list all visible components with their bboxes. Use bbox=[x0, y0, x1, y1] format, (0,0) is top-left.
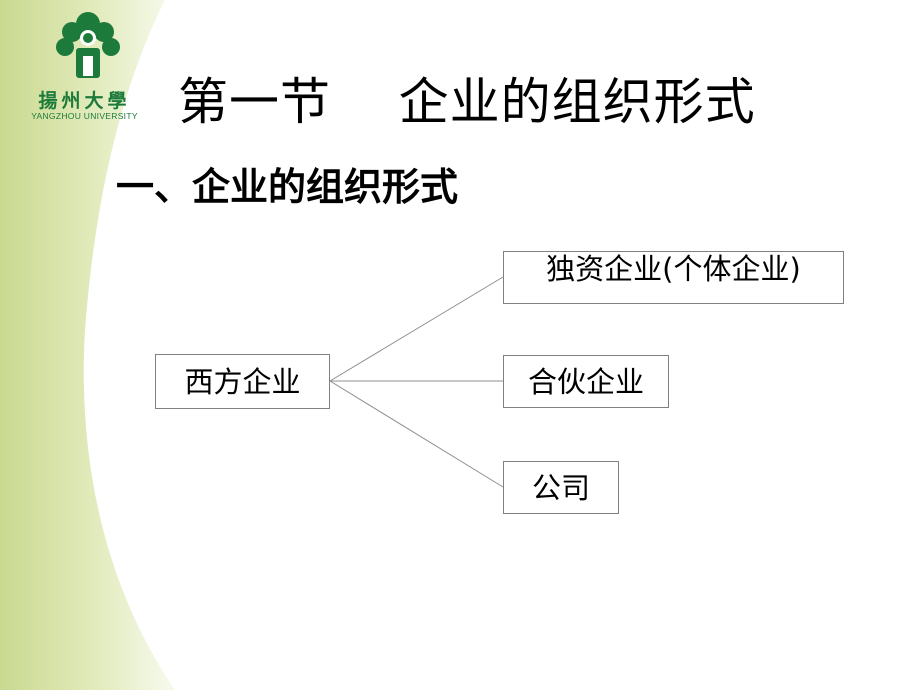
university-logo: 揚州大學 YANGZHOU UNIVERSITY bbox=[22, 10, 147, 121]
connector-line-company bbox=[329, 380, 504, 488]
university-name-en: YANGZHOU UNIVERSITY bbox=[31, 111, 138, 121]
node-company: 公司 bbox=[503, 461, 619, 514]
university-name-cn: 揚州大學 bbox=[38, 90, 131, 112]
slide-subtitle: 一、企业的组织形式 bbox=[116, 165, 459, 209]
node-partnership: 合伙企业 bbox=[503, 355, 669, 408]
node-western-enterprise: 西方企业 bbox=[155, 354, 330, 409]
slide-title: 第一节 企业的组织形式 bbox=[178, 73, 756, 131]
connector-line-sole bbox=[329, 276, 504, 382]
tree-emblem-icon bbox=[56, 12, 120, 78]
node-sole-proprietorship: 独资企业(个体企业) bbox=[503, 251, 844, 304]
